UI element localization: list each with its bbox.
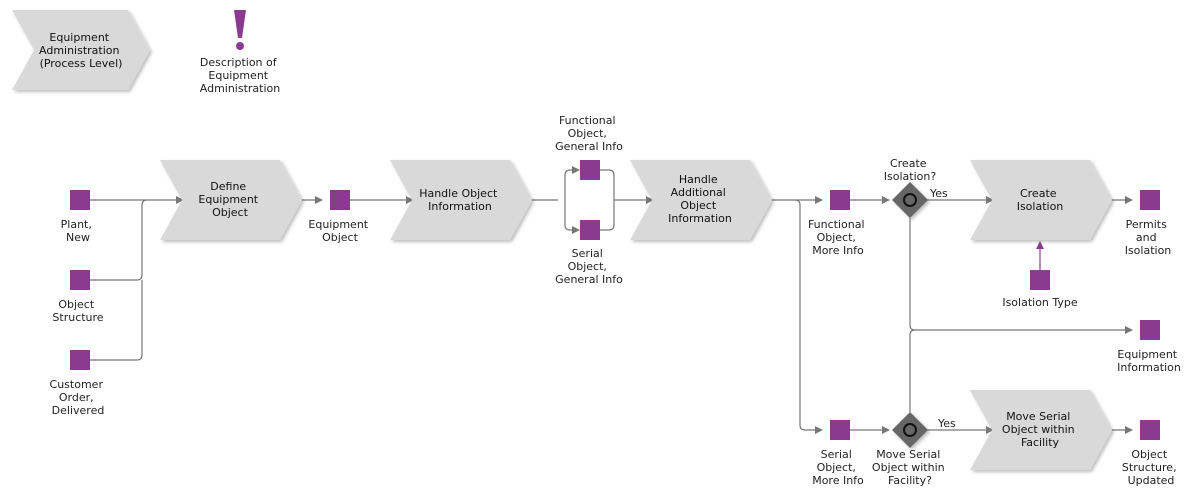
process-define-label: Define Equipment Object <box>198 180 261 219</box>
description-icon[interactable] <box>234 10 246 50</box>
object-customer-order[interactable] <box>70 350 90 370</box>
object-equipment-object-label: Equipment Object <box>308 218 371 244</box>
object-plant-new[interactable] <box>70 190 90 210</box>
edge-split-to-serial <box>564 200 580 234</box>
process-handle-object-information[interactable]: Handle Object Information <box>390 160 532 240</box>
edge-split-to-functional <box>564 166 580 200</box>
process-handle-additional-label: Handle Additional Object Information <box>668 173 732 225</box>
object-equipment-information[interactable] <box>1140 320 1160 340</box>
object-structure-updated-label: Object Structure, Updated <box>1122 448 1180 487</box>
process-create-isolation[interactable]: Create Isolation <box>970 160 1112 240</box>
edge-serial-to-join <box>600 200 615 231</box>
object-permits-isolation[interactable] <box>1140 190 1160 210</box>
object-plant-new-label: Plant, New <box>61 218 96 244</box>
object-functional-more-label: Functional Object, More Info <box>808 218 868 257</box>
process-move-serial-label: Move Serial Object within Facility <box>1002 410 1078 449</box>
process-level-label: Equipment Administration (Process Level) <box>39 31 123 70</box>
process-handle-info-label: Handle Object Information <box>419 187 501 213</box>
object-functional-general-label: Functional Object, General Info <box>555 114 623 153</box>
object-serial-more[interactable] <box>830 420 850 440</box>
connectors <box>90 166 1133 434</box>
object-isolation-type-label: Isolation Type <box>1002 296 1078 309</box>
edge-order-to-define <box>90 280 143 361</box>
process-move-serial-object[interactable]: Move Serial Object within Facility <box>970 390 1112 470</box>
edge-structure-to-define <box>90 199 148 281</box>
edge-gateway-up <box>909 329 916 412</box>
object-structure-updated[interactable] <box>1140 420 1160 440</box>
object-object-structure[interactable] <box>70 270 90 290</box>
gateway-create-isolation[interactable] <box>892 182 928 218</box>
object-isolation-type[interactable] <box>1030 270 1050 290</box>
process-define-equipment-object[interactable]: Define Equipment Object <box>160 160 302 240</box>
object-equipment-object[interactable] <box>330 190 350 210</box>
edge-functional-to-join <box>600 169 615 200</box>
object-serial-general[interactable] <box>580 220 600 240</box>
object-serial-general-label: Serial Object, General Info <box>555 247 623 286</box>
gateway-move-serial[interactable] <box>892 412 928 448</box>
object-permits-isolation-label: Permits and Isolation <box>1125 218 1172 257</box>
object-serial-more-label: Serial Object, More Info <box>812 448 864 487</box>
object-object-structure-label: Object Structure <box>52 298 103 324</box>
process-level-shape[interactable]: Equipment Administration (Process Level) <box>12 10 150 90</box>
edge-label-yes-move: Yes <box>937 417 956 430</box>
edge-additional-to-serial-more <box>794 199 823 434</box>
process-handle-additional-object-information[interactable]: Handle Additional Object Information <box>630 160 772 240</box>
object-functional-more[interactable] <box>830 190 850 210</box>
gateway-create-isolation-label: Create Isolation? <box>884 157 937 183</box>
process-create-isolation-label: Create Isolation <box>1017 187 1064 213</box>
gateway-move-serial-label: Move Serial Object within Facility? <box>872 448 948 487</box>
object-customer-order-label: Customer Order, Delivered <box>50 378 107 417</box>
description-label: Description of Equipment Administration <box>200 56 281 95</box>
edge-label-yes-isolation: Yes <box>929 187 948 200</box>
object-equipment-information-label: Equipment Information <box>1117 348 1181 374</box>
object-functional-general[interactable] <box>580 160 600 180</box>
